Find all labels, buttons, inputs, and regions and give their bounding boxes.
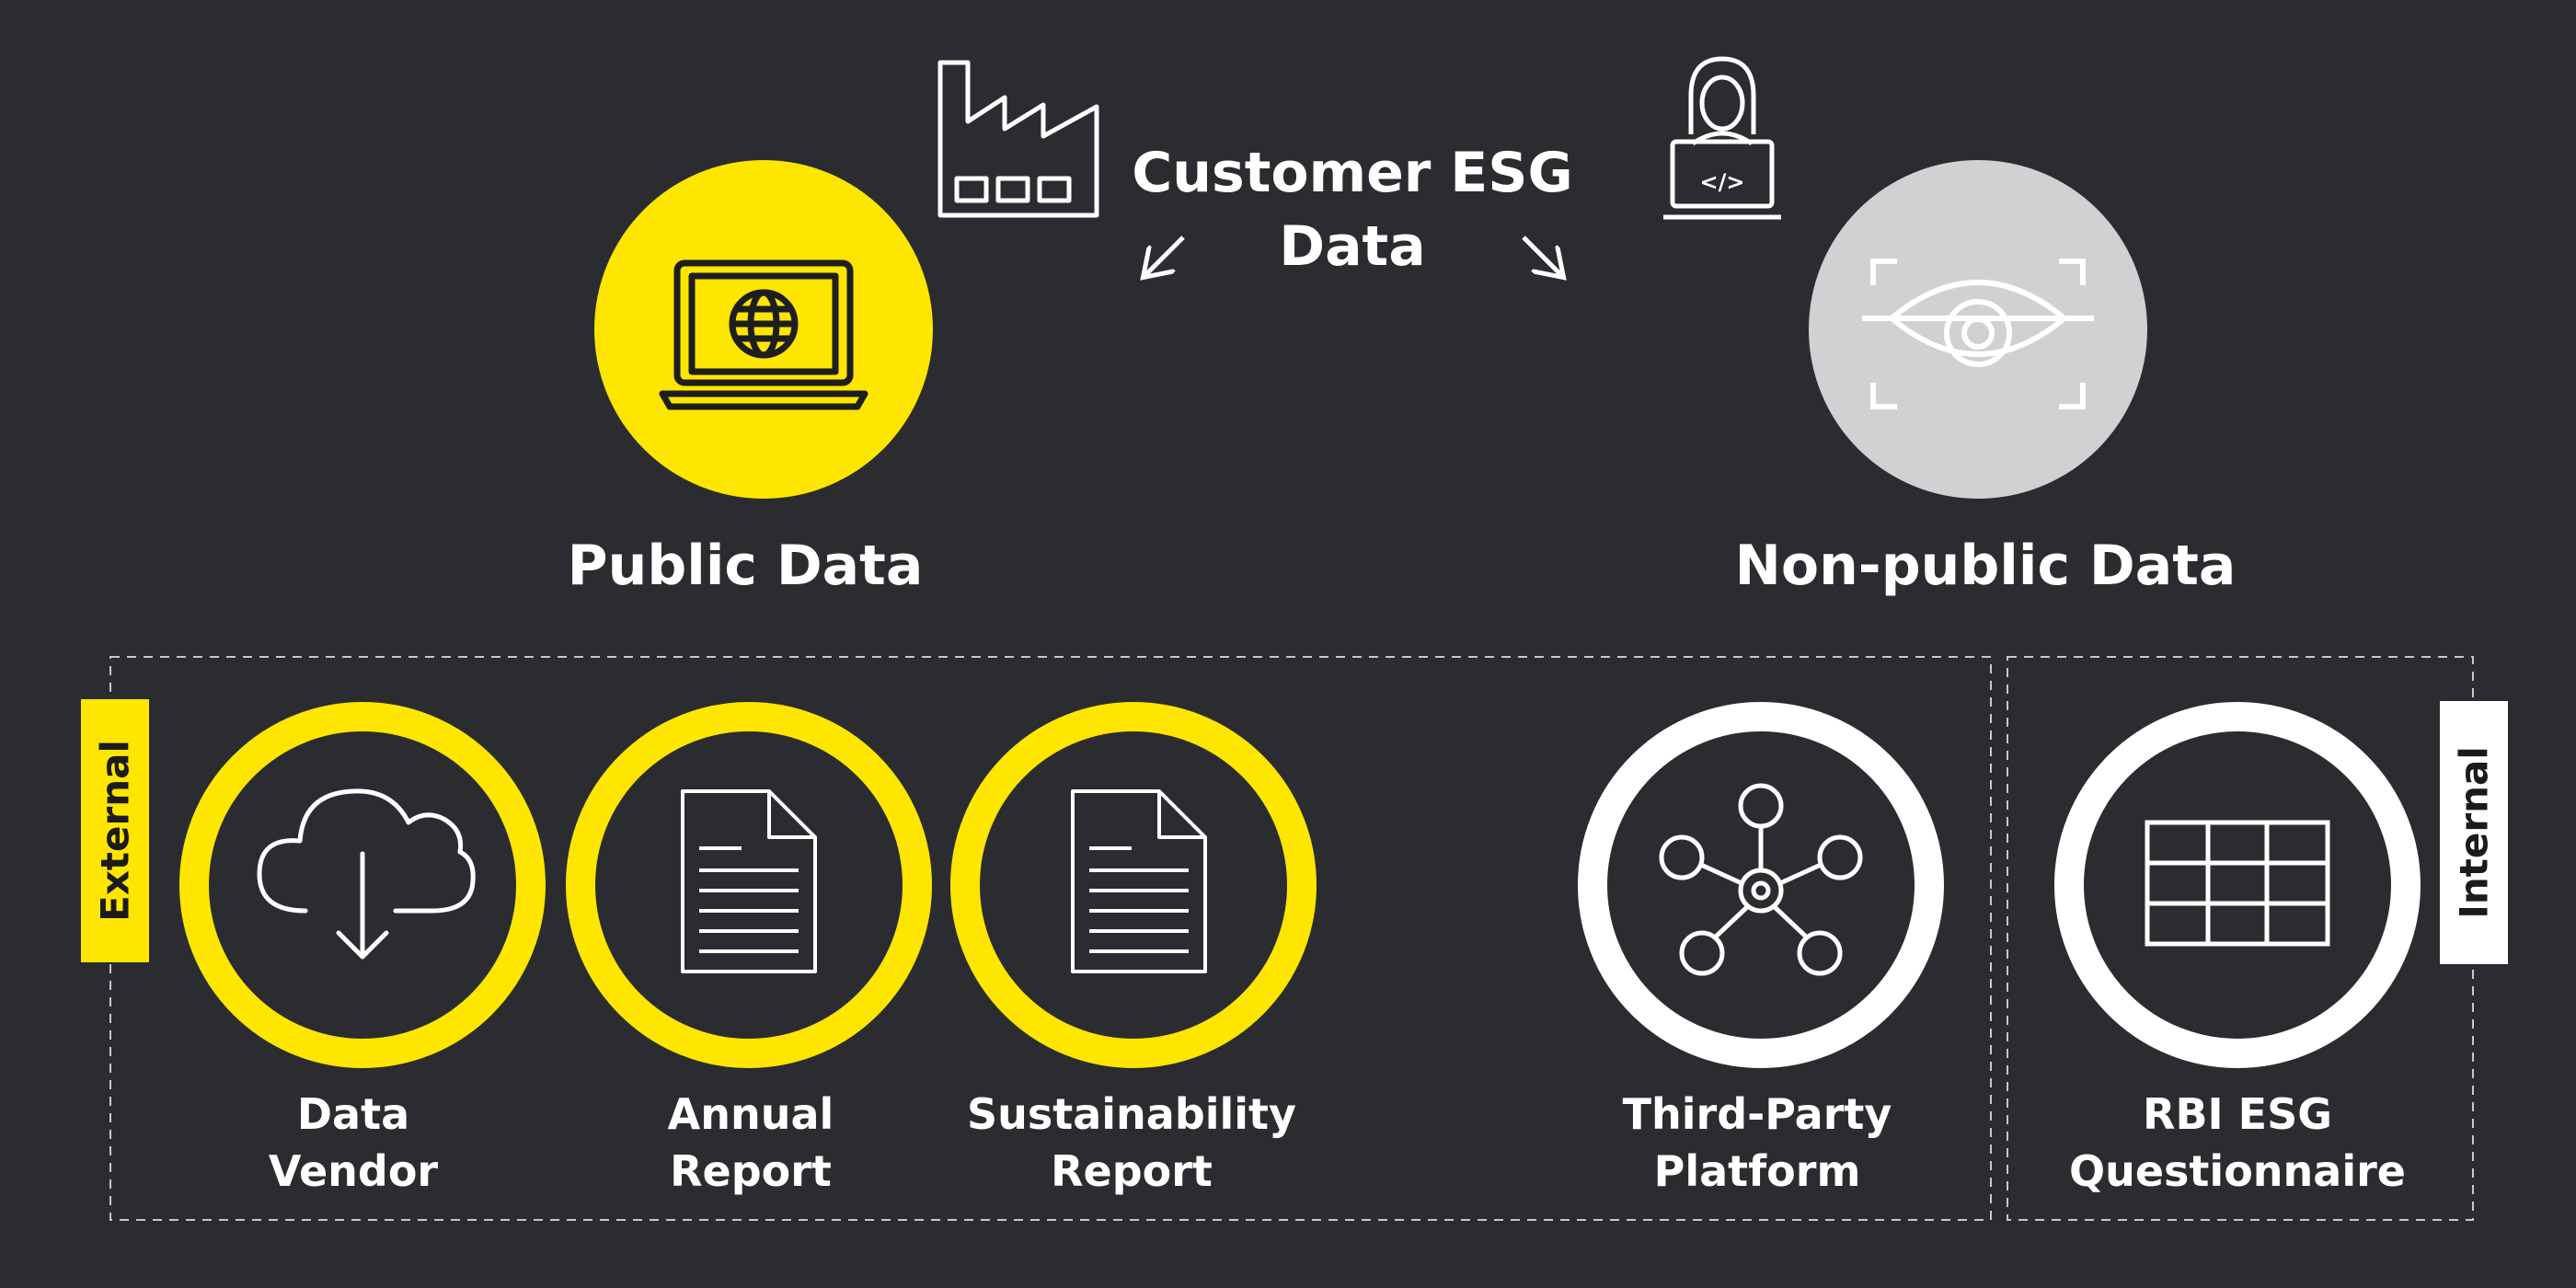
sustainability-report-ring [950,702,1317,1068]
internal-tag-bg [2440,701,2508,964]
network-icon [1659,783,1863,976]
factory-icon [937,60,1099,218]
external-tag-bg [81,699,149,962]
internal-tag: Internal [2451,746,2497,919]
nonpublic-data-circle [1809,160,2147,499]
rbi-questionnaire-label: RBI ESG Questionnaire [2069,1089,2406,1196]
third-party-platform-label: Third-Party Platform [1622,1089,1892,1196]
third-party-platform-ring [1578,702,1944,1068]
laptop-globe-icon [659,259,868,410]
public-data-circle [594,160,933,499]
rbi-questionnaire-ring [2054,702,2421,1068]
document-icon [1071,789,1207,973]
data-vendor-ring [179,702,546,1068]
arrow-to-public [1146,236,1185,274]
code-glyph: </> [1700,169,1745,195]
developer-icon [1663,56,1781,220]
document-icon [681,789,817,973]
grid-table-icon [2145,820,2330,947]
eye-scan-icon [1862,259,2094,409]
cloud-download-icon [257,788,476,960]
nonpublic-data-label: Non-public Data [1734,534,2237,598]
annual-report-ring [566,702,932,1068]
annual-report-label: Annual Report [667,1089,834,1196]
sustainability-report-label: Sustainability Report [966,1089,1297,1196]
public-data-label: Public Data [567,534,924,598]
arrow-to-nonpublic [1522,236,1560,274]
diagram-title: Customer ESG Data [1132,141,1573,279]
external-tag: External [92,740,138,922]
data-vendor-label: Data Vendor [268,1089,439,1196]
